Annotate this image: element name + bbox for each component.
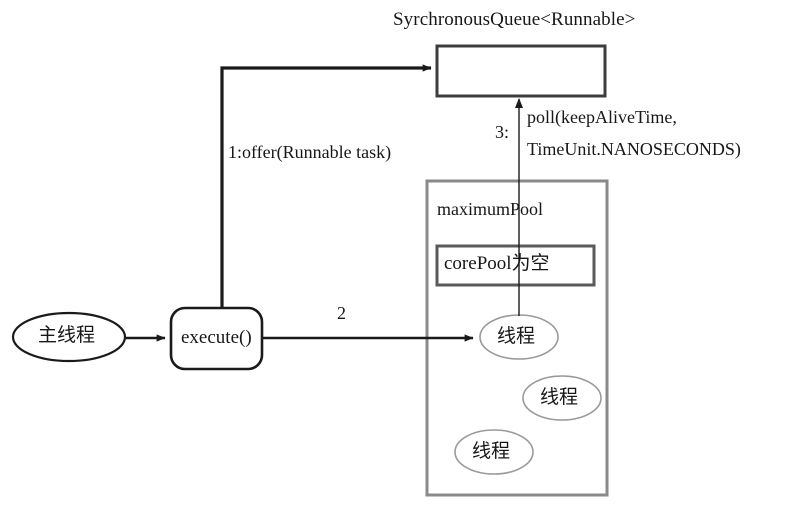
edge-label-offer: 1:offer(Runnable task) xyxy=(228,142,392,162)
queue-title: SyrchronousQueue<Runnable> xyxy=(393,9,636,30)
maximum-pool-label: maximumPool xyxy=(437,199,544,219)
thread-label: 线程 xyxy=(472,440,511,462)
thread-label: 线程 xyxy=(497,325,536,347)
poll-line-2: TimeUnit.NANOSECONDS) xyxy=(527,139,741,160)
edge-label-poll-index: 3: xyxy=(495,122,510,142)
edge-label-step-two: 2 xyxy=(337,303,346,323)
edge-offer-arrow xyxy=(220,64,432,308)
core-pool-label: corePool为空 xyxy=(444,253,550,274)
execute-node-label: execute() xyxy=(181,327,252,348)
poll-line-1: poll(keepAliveTime, xyxy=(527,107,677,127)
main-thread-label: 主线程 xyxy=(38,324,96,346)
thread-label: 线程 xyxy=(540,386,579,408)
queue-box xyxy=(435,44,607,98)
edge-label-poll: poll(keepAliveTime, TimeUnit.NANOSECONDS… xyxy=(527,107,741,160)
